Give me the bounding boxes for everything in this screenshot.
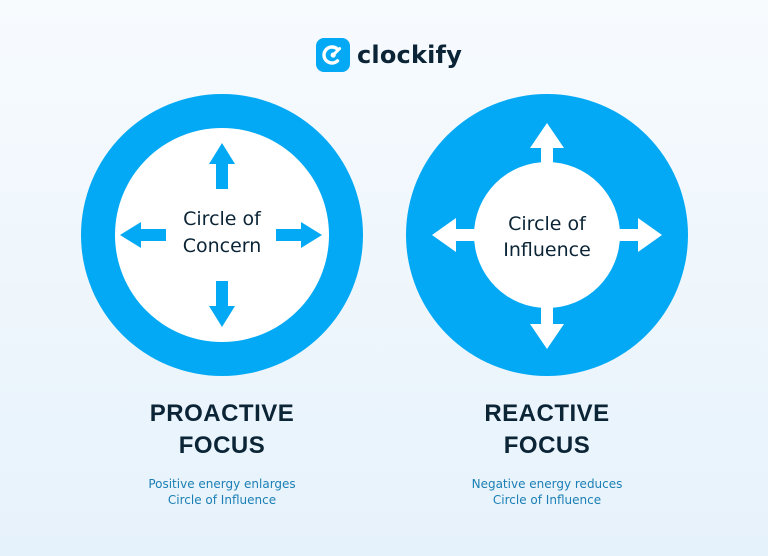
brand-logo: clockify: [316, 37, 462, 73]
brand-name: clockify: [357, 41, 463, 69]
proactive-title-line-1: PROACTIVE: [149, 400, 295, 427]
arrows-in-icon: [120, 143, 322, 327]
reactive-description-line-1: Negative energy reduces: [471, 477, 623, 491]
proactive-inner-label-line-1: Circle of: [183, 208, 262, 230]
proactive-description-line-1: Positive energy enlarges: [148, 477, 296, 491]
proactive-circle-graphic: Circle of Concern: [81, 94, 363, 376]
circle-of-concern-inner: [115, 128, 329, 342]
arrows-out-icon: [432, 123, 662, 349]
reactive-description-line-2: Circle of Influence: [492, 493, 602, 507]
reactive-description: Negative energy reduces Circle of Influe…: [427, 476, 667, 508]
reactive-circle-graphic: Circle of Influence: [406, 94, 688, 376]
reactive-focus-title: REACTIVE FOCUS: [437, 398, 657, 462]
proactive-description: Positive energy enlarges Circle of Influ…: [102, 476, 342, 508]
clockify-logo-icon: [316, 38, 350, 72]
proactive-title-line-2: FOCUS: [178, 432, 266, 459]
proactive-focus-title: PROACTIVE FOCUS: [112, 398, 332, 462]
proactive-inner-label-line-2: Concern: [183, 235, 262, 257]
reactive-title-line-1: REACTIVE: [484, 400, 610, 427]
circle-of-influence-inner: [474, 162, 620, 308]
proactive-description-line-2: Circle of Influence: [167, 493, 277, 507]
reactive-inner-label-line-1: Circle of: [508, 213, 587, 235]
reactive-inner-label-line-2: Influence: [503, 239, 591, 261]
reactive-title-line-2: FOCUS: [503, 432, 591, 459]
